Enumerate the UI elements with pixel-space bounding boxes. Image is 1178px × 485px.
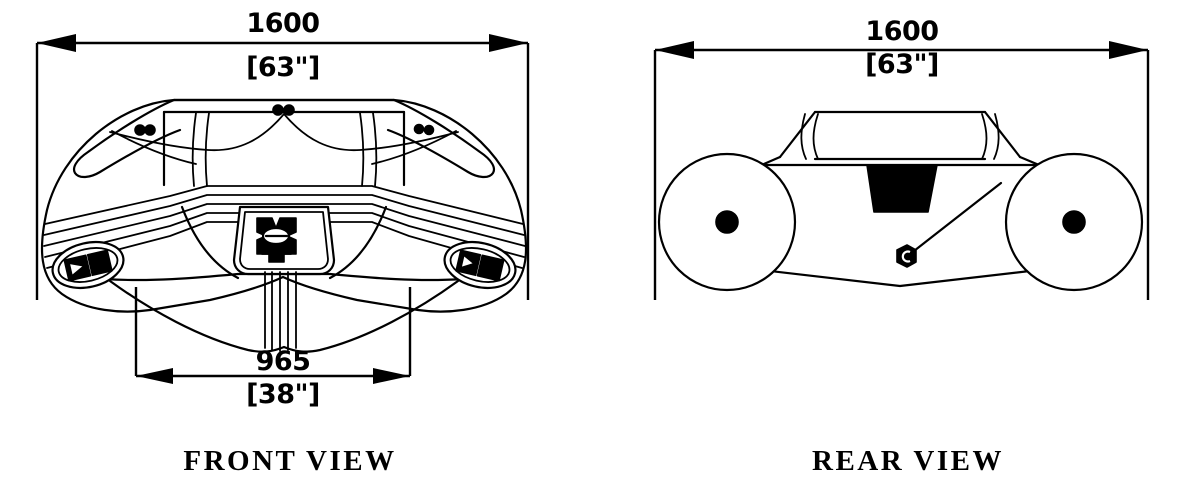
front-d-ring-patch-starboard bbox=[443, 240, 517, 290]
front-keel-arrow-left-icon bbox=[136, 368, 173, 384]
front-dim-imperial-top: [63"] bbox=[246, 52, 320, 83]
front-keel-arrow-right-icon bbox=[373, 368, 410, 384]
front-hull-chine-right bbox=[328, 205, 388, 280]
rear-tube-seam-left-b bbox=[812, 113, 819, 160]
front-tube-envelope bbox=[40, 98, 528, 313]
front-lifeline-fitting-center bbox=[272, 104, 295, 116]
front-d-ring-port-icon bbox=[63, 254, 92, 282]
front-strake-line-2 bbox=[43, 194, 525, 236]
rear-drain-assembly bbox=[896, 181, 1003, 268]
front-dim-metric-bottom: 965 bbox=[256, 346, 311, 377]
front-arrow-left-icon bbox=[37, 34, 76, 52]
front-bow-eye-fitting bbox=[232, 205, 336, 276]
front-grab-handles bbox=[72, 98, 496, 179]
front-overall-width-dimension bbox=[35, 34, 530, 300]
rear-drain-plug-hole-icon bbox=[901, 250, 911, 263]
front-view-label: FRONT VIEW bbox=[183, 445, 396, 477]
front-deck-seam-right-inner bbox=[359, 112, 365, 187]
front-d-ring-starboard-icon-2 bbox=[476, 254, 505, 282]
front-hull-outline bbox=[40, 98, 528, 313]
front-dim-imperial-bottom: [38"] bbox=[246, 379, 320, 410]
front-lifeline-port-span bbox=[109, 113, 285, 152]
rear-motor-cutout bbox=[866, 164, 938, 213]
front-dim-metric-top: 1600 bbox=[246, 8, 319, 39]
front-deck-seam-left bbox=[191, 112, 197, 187]
front-lifeline-starboard-lower bbox=[371, 130, 457, 165]
rear-tube-right-taper-top bbox=[983, 110, 1022, 159]
rear-dim-metric: 1600 bbox=[865, 16, 938, 47]
front-strake-line-3 bbox=[43, 203, 526, 247]
front-view-group bbox=[35, 34, 530, 384]
front-hull-chine-left bbox=[180, 205, 240, 280]
front-d-ring-port-icon-2 bbox=[86, 249, 113, 277]
front-lifeline-starboard-span bbox=[283, 113, 459, 152]
rear-wheel-port bbox=[657, 152, 797, 292]
front-grab-handle-starboard bbox=[386, 98, 496, 179]
rear-drain-plug bbox=[896, 244, 917, 268]
front-arrow-right-icon bbox=[489, 34, 528, 52]
rear-wheel-port-hub bbox=[715, 210, 739, 234]
rear-drain-rod bbox=[903, 181, 1003, 260]
front-patch-starboard-inner bbox=[449, 247, 511, 283]
front-d-ring-starboard-icon bbox=[455, 249, 482, 277]
rear-view-group bbox=[653, 41, 1150, 300]
front-grab-handle-port bbox=[72, 98, 182, 179]
rear-transom-bottom bbox=[742, 266, 1058, 288]
front-lifeline-port-lower bbox=[111, 130, 197, 165]
rear-tube-seam-right-b bbox=[981, 113, 988, 160]
rear-dim-imperial: [63"] bbox=[865, 49, 939, 80]
rear-tube-seam-right-a bbox=[993, 113, 1000, 160]
front-lifeline-fitting-starboard bbox=[413, 123, 435, 136]
front-hull-bottom-vee bbox=[108, 279, 460, 353]
rear-view-label: REAR VIEW bbox=[812, 445, 1004, 477]
rear-arrow-left-icon bbox=[655, 41, 694, 59]
front-deck-seam-left-inner bbox=[204, 112, 210, 187]
front-d-ring-patch-port bbox=[51, 240, 125, 290]
front-bow-eye-plate-inner bbox=[239, 211, 329, 270]
rear-overall-width-dimension bbox=[653, 41, 1150, 300]
rear-arrow-right-icon bbox=[1109, 41, 1148, 59]
front-patch-port-inner bbox=[57, 247, 119, 283]
rear-wheel-starboard-hub bbox=[1062, 210, 1086, 234]
front-deck-seam-right bbox=[372, 112, 378, 187]
front-lifeline-fitting-port bbox=[134, 124, 156, 136]
front-lifeline bbox=[109, 104, 459, 165]
front-strake-line-1 bbox=[44, 185, 524, 225]
front-keel-strip bbox=[264, 271, 297, 352]
rear-tube-left-taper-top bbox=[778, 110, 817, 159]
rear-wheel-starboard bbox=[1004, 152, 1144, 292]
front-keel-width-dimension bbox=[134, 287, 412, 384]
rear-tube-seam-left-a bbox=[800, 113, 807, 160]
